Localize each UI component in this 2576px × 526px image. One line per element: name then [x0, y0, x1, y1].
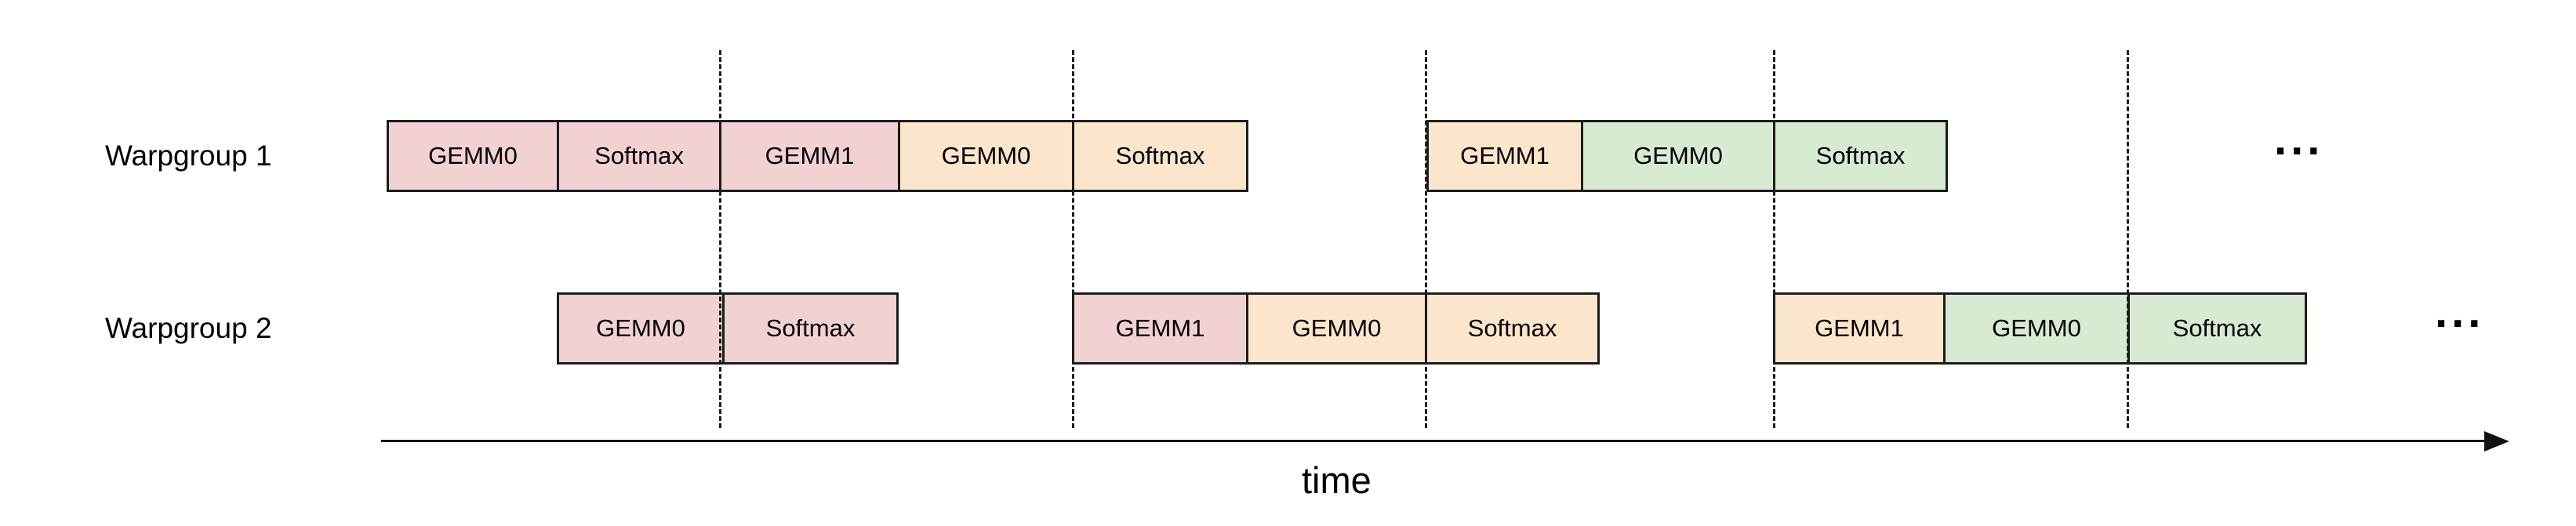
timeline-block-gemm0: GEMM0 [898, 120, 1074, 192]
iteration-boundary-dashed-line [2127, 50, 2129, 428]
timeline-block-gemm0: GEMM0 [387, 120, 559, 192]
time-axis-label: time [1302, 459, 1372, 501]
timeline-block-gemm0: GEMM0 [1943, 292, 2130, 365]
timeline-block-gemm1: GEMM1 [1072, 292, 1248, 365]
timeline-block-gemm1: GEMM1 [1773, 292, 1946, 365]
row-label: Warpgroup 2 [105, 312, 272, 344]
iteration-boundary-dashed-line [1072, 50, 1074, 428]
timeline-block-softmax: Softmax [1072, 120, 1248, 192]
timeline-block-gemm0: GEMM0 [557, 292, 725, 365]
timeline-block-gemm1: GEMM1 [719, 120, 900, 192]
timeline-block-gemm0: GEMM0 [1246, 292, 1427, 365]
timeline-block-softmax: Softmax [1773, 120, 1948, 192]
timeline-block-softmax: Softmax [557, 120, 721, 192]
timeline-block-softmax: Softmax [1425, 292, 1600, 365]
row-label: Warpgroup 1 [105, 140, 272, 172]
time-axis-arrowhead [2484, 431, 2509, 452]
timeline-block-gemm0: GEMM0 [1581, 120, 1775, 192]
timeline-block-softmax: Softmax [722, 292, 899, 365]
iteration-boundary-dashed-line [719, 50, 721, 428]
continuation-ellipsis: ... [2274, 114, 2324, 165]
iteration-boundary-dashed-line [1773, 50, 1775, 428]
timeline-block-gemm1: GEMM1 [1426, 120, 1583, 192]
time-axis-line [381, 440, 2486, 442]
iteration-boundary-dashed-line [1425, 50, 1427, 428]
timeline-block-softmax: Softmax [2127, 292, 2307, 365]
continuation-ellipsis: ... [2435, 286, 2485, 337]
